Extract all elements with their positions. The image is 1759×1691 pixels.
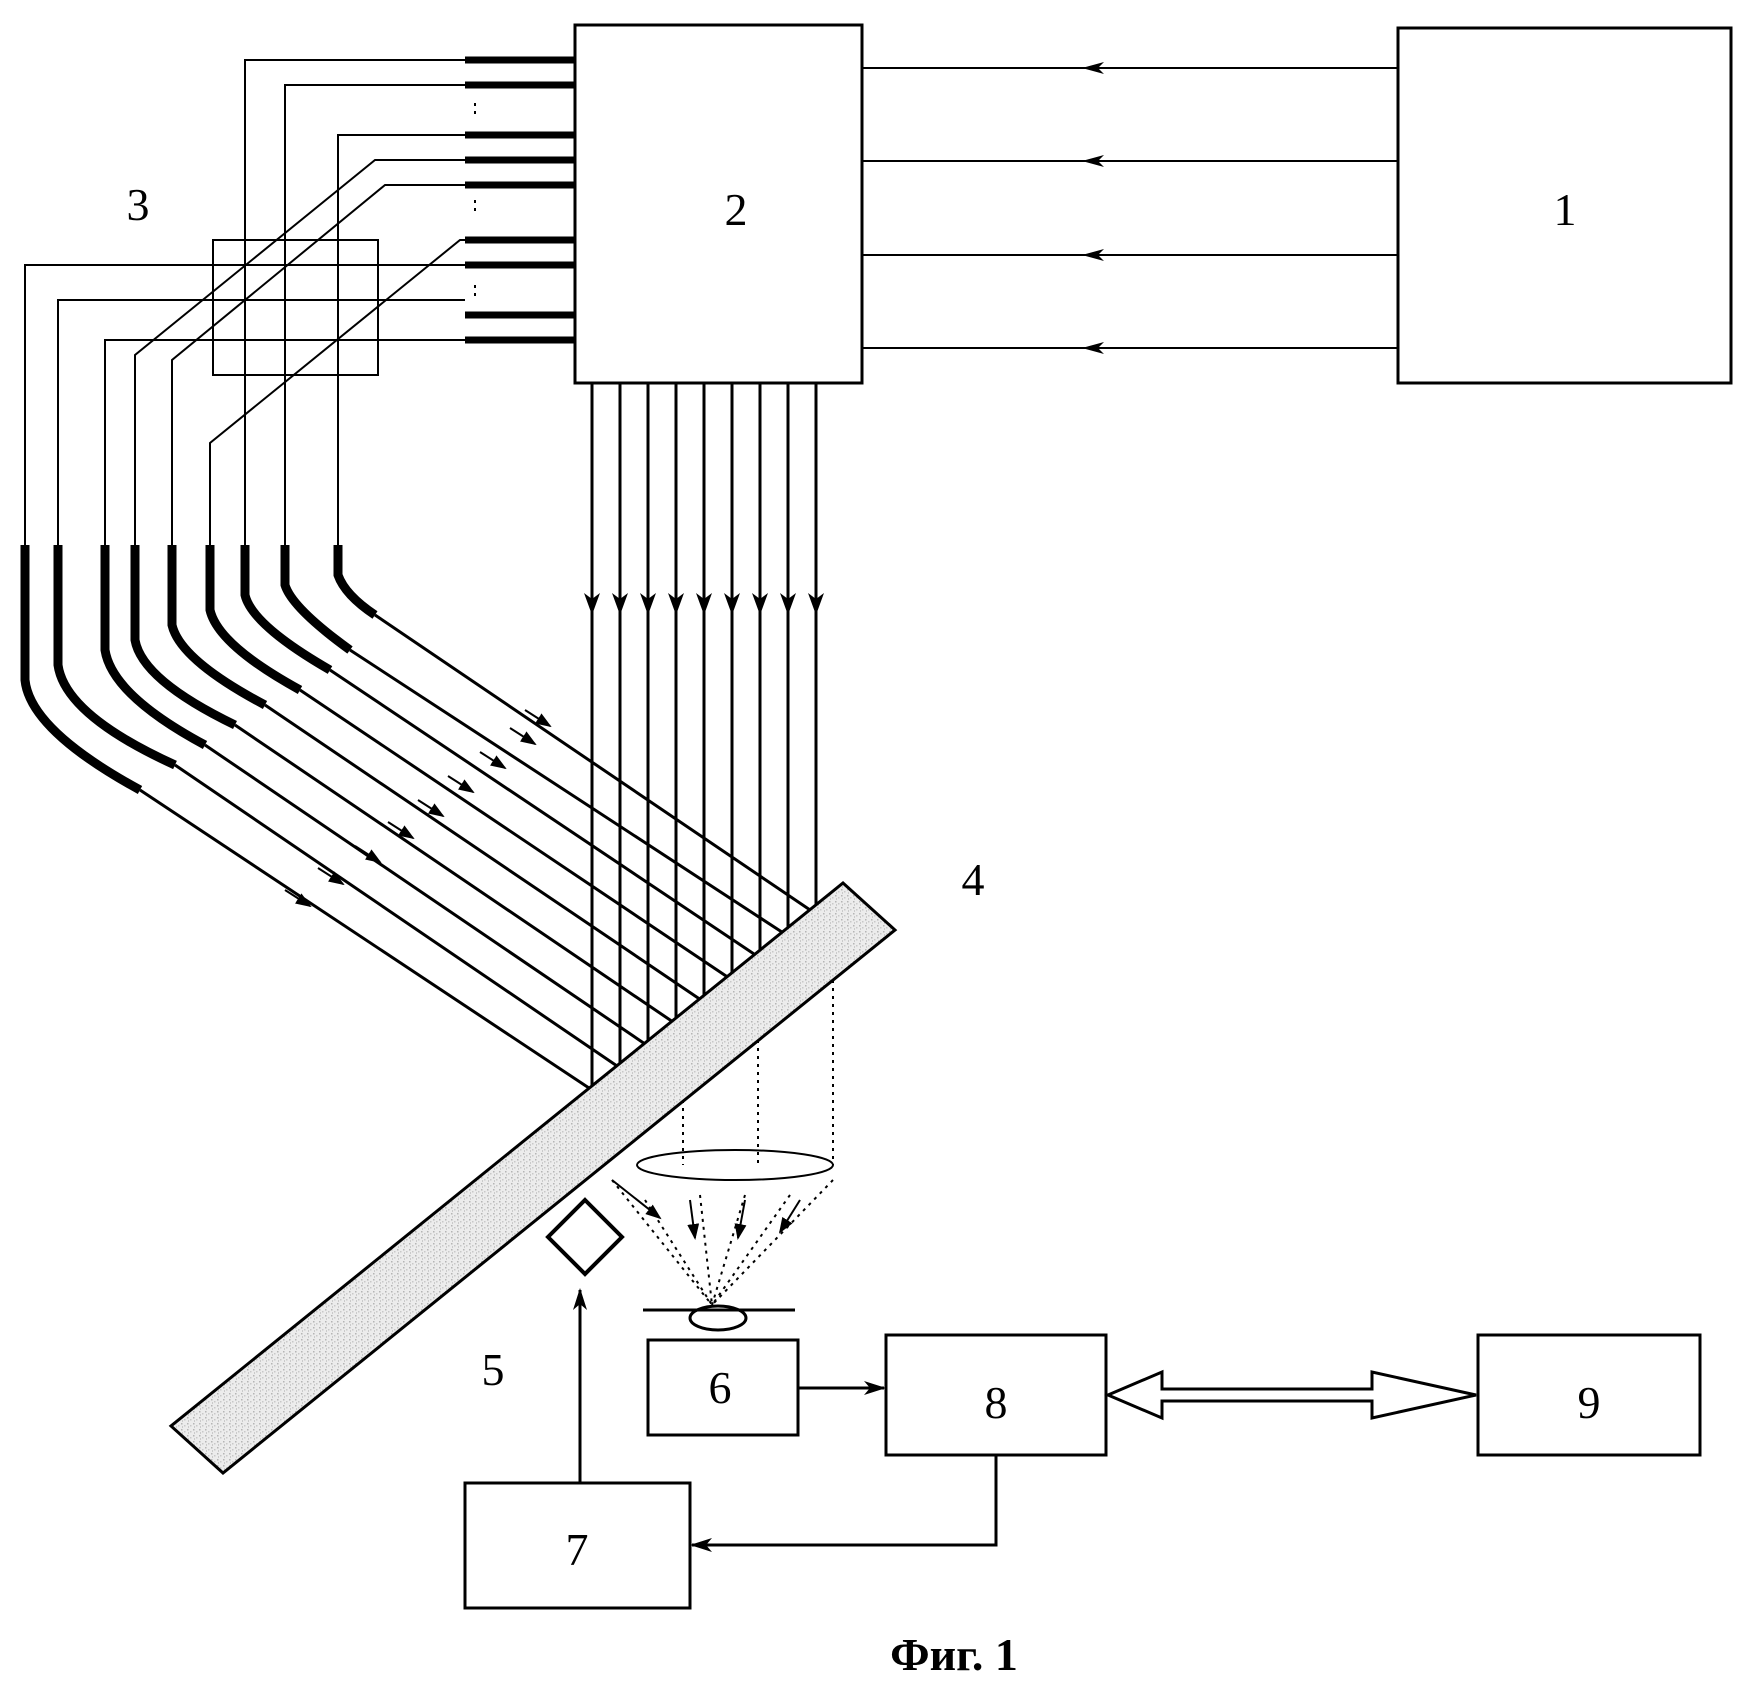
fiber-bundle-label: 3 — [127, 179, 150, 230]
fiber-heads — [25, 545, 375, 790]
block-2: 2 — [575, 25, 862, 383]
plate-label: 4 — [962, 854, 985, 905]
figure-caption: Фиг. 1 — [890, 1629, 1018, 1680]
sample-plate: 4 — [171, 854, 985, 1473]
bidirectional-arrow-8-9 — [1108, 1372, 1476, 1418]
fiber-crossing-box — [213, 240, 378, 375]
block-6-label: 6 — [709, 1362, 732, 1413]
block-1-label: 1 — [1554, 184, 1577, 235]
fiber-routing — [25, 60, 465, 545]
signal-lines-1-to-2 — [862, 62, 1398, 354]
block-8-label: 8 — [985, 1377, 1008, 1428]
block-9: 9 — [1478, 1335, 1700, 1455]
lens — [637, 1150, 833, 1180]
connector-stubs — [465, 60, 575, 340]
block-9-label: 9 — [1578, 1377, 1601, 1428]
block-7-label: 7 — [566, 1524, 589, 1575]
block-6: 6 — [643, 1306, 798, 1435]
block-1: 1 — [1398, 28, 1731, 383]
block-8: 8 — [886, 1335, 1106, 1455]
arrow-8-to-7 — [692, 1455, 996, 1545]
block-2-label: 2 — [725, 184, 748, 235]
emitter-label: 5 — [482, 1344, 505, 1395]
block-7: 7 — [465, 1483, 690, 1608]
